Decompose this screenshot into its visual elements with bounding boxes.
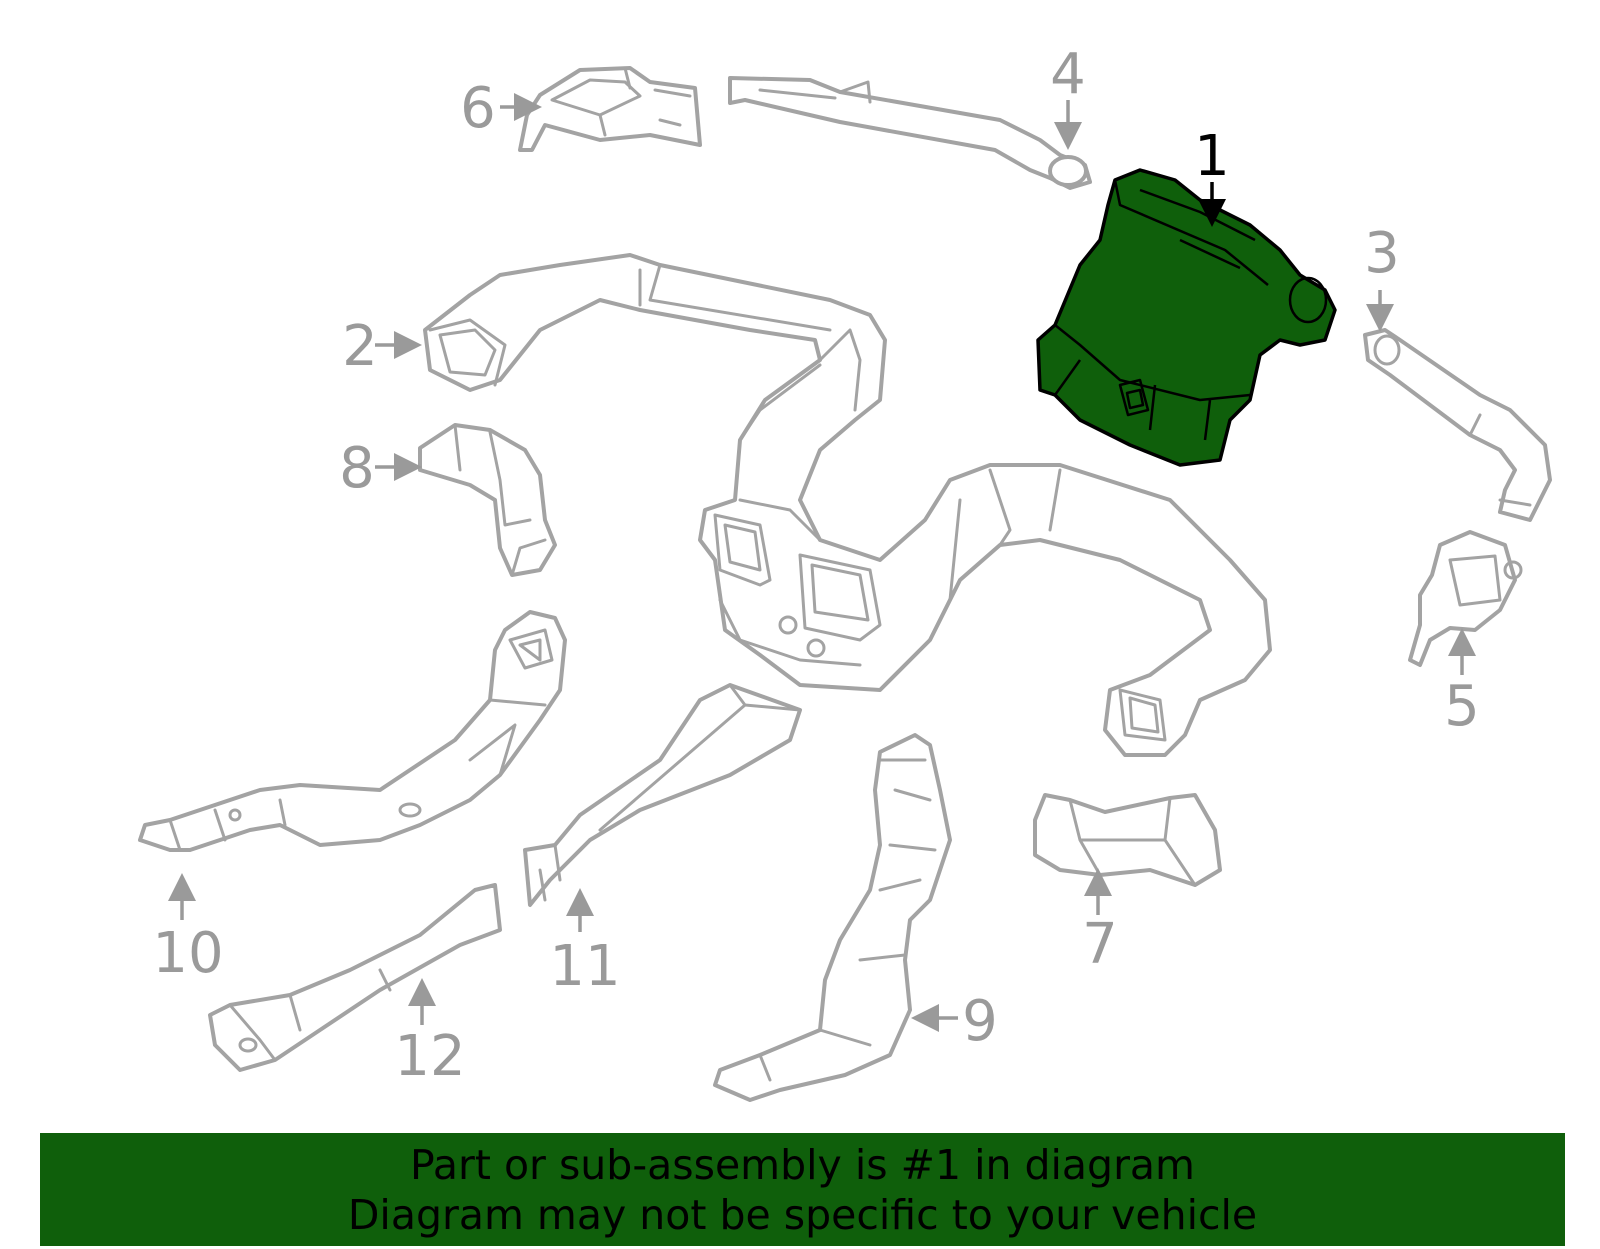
callout-11: 11 — [549, 934, 620, 999]
part-4-tube — [728, 76, 1092, 190]
part-9-duct — [713, 733, 952, 1102]
part-7-duct — [1033, 793, 1222, 887]
leader-lines — [168, 93, 1476, 1032]
callout-5: 5 — [1444, 674, 1480, 739]
part-2-main-duct — [423, 253, 1272, 757]
part-8-duct — [418, 423, 557, 577]
part-6-duct — [518, 66, 702, 152]
callout-1: 1 — [1194, 124, 1230, 189]
callout-4: 4 — [1050, 42, 1086, 107]
callout-6: 6 — [460, 76, 496, 141]
callout-7: 7 — [1082, 912, 1118, 977]
callout-12: 12 — [394, 1024, 465, 1089]
part-3-tube — [1363, 328, 1552, 522]
part-11-duct — [523, 683, 802, 907]
parts-diagram: 1 2 3 4 5 6 7 8 9 10 11 12 — [138, 42, 1552, 1102]
callout-8: 8 — [339, 436, 375, 501]
part-10-duct — [138, 610, 567, 852]
callout-9: 9 — [962, 989, 998, 1054]
callout-3: 3 — [1364, 221, 1400, 286]
callout-2: 2 — [342, 314, 378, 379]
part-1-highlighted-housing — [1036, 168, 1337, 467]
banner-line-1: Part or sub-assembly is #1 in diagram — [410, 1140, 1195, 1189]
info-banner: Part or sub-assembly is #1 in diagram Di… — [40, 1133, 1565, 1246]
callout-10: 10 — [152, 921, 223, 986]
banner-line-2: Diagram may not be specific to your vehi… — [347, 1190, 1258, 1239]
part-12-duct — [208, 883, 502, 1072]
part-5-bracket — [1408, 530, 1523, 667]
